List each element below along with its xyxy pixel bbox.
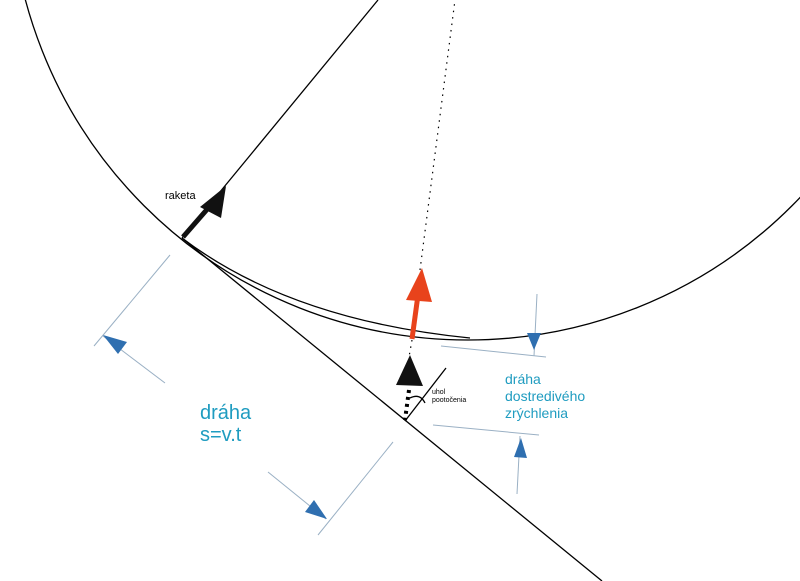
centripetal-arrow-head — [527, 333, 541, 350]
angle-line — [404, 367, 447, 422]
path-label-line: dráha — [200, 402, 252, 424]
centripetal-label: dráha dostredivého zrýchlenia — [505, 371, 585, 422]
centripetal-label-line: dostredivého — [505, 388, 586, 404]
path-label-line: s=v.t — [200, 424, 242, 446]
rocket-label: raketa — [165, 190, 196, 202]
radial-dotted-line-lower — [408, 339, 413, 358]
rocket-arrow-head — [200, 186, 226, 218]
centripetal-extension-line — [432, 424, 540, 436]
centripetal-extension-line — [440, 345, 547, 358]
dimension-extension-line — [93, 254, 171, 347]
red-arrow-shaft — [409, 294, 421, 340]
centripetal-arrow-head — [514, 438, 527, 458]
rotation-angle-label: uhol pootočenia — [432, 389, 466, 405]
rotation-angle-label-line: uhol — [432, 389, 446, 396]
red-arrow-head — [406, 268, 432, 302]
black-arrow-head — [396, 355, 423, 386]
dimension-arrow-head — [305, 500, 327, 519]
orbit-circle — [24, 0, 800, 341]
dimension-arrow-head — [103, 335, 127, 354]
dimension-extension-line — [317, 441, 394, 536]
black-arrow-dotted-shaft — [403, 389, 411, 421]
centripetal-label-line: dráha — [505, 371, 541, 387]
angle-arc — [409, 395, 426, 404]
centripetal-label-line: zrýchlenia — [505, 405, 569, 421]
path-label: dráha s=v.t — [200, 402, 251, 446]
curved-path — [181, 237, 471, 339]
rotation-angle-label-line: pootočenia — [432, 397, 467, 404]
rocket-arrow-shaft — [181, 204, 212, 239]
tangent-line — [181, 237, 603, 581]
radial-dotted-line — [419, 0, 456, 271]
